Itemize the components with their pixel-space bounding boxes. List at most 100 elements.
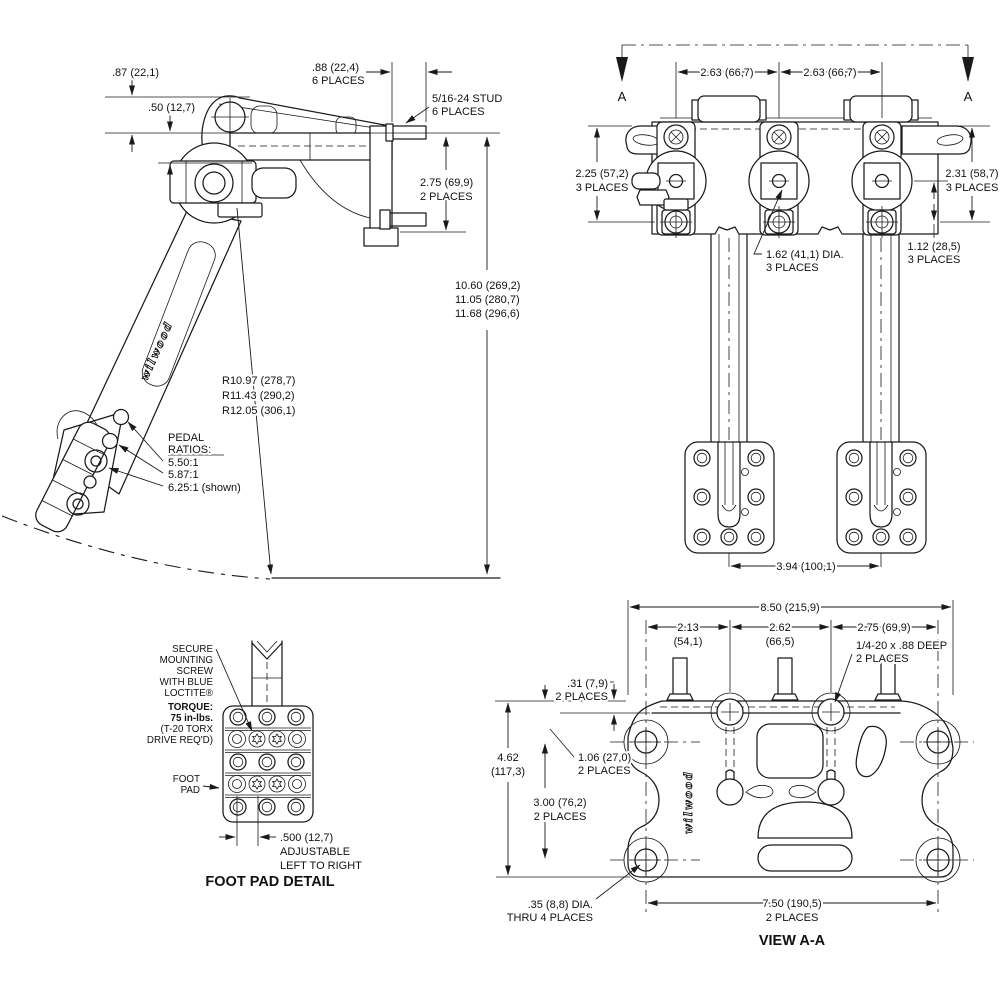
section-label-left: A	[618, 89, 627, 104]
master-cylinder-1	[631, 121, 707, 238]
foot-pad-detail: SECURE MOUNTING SCREW WITH BLUE LOCTITE®…	[145, 640, 364, 892]
dim-112-places: 3 PLACES	[908, 254, 961, 266]
height-2: 11.05 (280,7)	[455, 294, 520, 306]
view-a-a: wilwood 8.50 (215,9) 2.1	[489, 600, 974, 951]
dim-225-places: 3 PLACES	[576, 182, 629, 194]
mount-ear-right	[901, 125, 972, 155]
dim-231-label: 2.31 (58,7)	[945, 168, 998, 180]
note-torque-2: 75 in-lbs.	[171, 713, 214, 724]
radius-2: R11.43 (290,2)	[222, 390, 295, 402]
stud-callout-1: 5/16-24 STUD	[432, 93, 502, 105]
wilwood-logo-plate: wilwood	[682, 770, 695, 834]
shaft-clamp-left	[697, 95, 761, 123]
dim-263-left: 2.63 (66,7)	[700, 67, 753, 79]
stud-callout-2: 6 PLACES	[432, 106, 485, 118]
ratio-hole-550	[112, 408, 130, 426]
note-secure-5: LOCTITE®	[164, 688, 213, 699]
foot-pad-label-1: FOOT	[173, 774, 200, 785]
view-aa-dimensions	[495, 600, 954, 906]
note-torx-1: (T-20 TORX	[161, 724, 214, 735]
pedal-swing-arc	[1, 515, 271, 580]
front-view-dimensions	[588, 62, 990, 572]
dim-225-label: 2.25 (57,2)	[575, 168, 628, 180]
stud-top	[391, 125, 427, 140]
dim-850-label: 8.50 (215,9)	[760, 602, 819, 614]
dim-106-places: 2 PLACES	[578, 765, 631, 777]
note-secure-1: SECURE	[172, 644, 213, 655]
dim-462-mm: (117,3)	[491, 766, 525, 778]
section-line: A A	[616, 44, 975, 106]
dim-394-label: 3.94 (100,1)	[776, 561, 835, 573]
dia-35-label: .35 (8,8) DIA.	[528, 899, 593, 911]
dim-87-label: .87 (22,1)	[112, 67, 159, 79]
master-cylinder-3	[851, 121, 913, 238]
foot-bracket	[35, 408, 130, 533]
side-view: wilwood	[1, 60, 522, 580]
dia-162-places: 3 PLACES	[766, 262, 819, 274]
dim-88-places: 6 PLACES	[312, 75, 365, 87]
note-torx-2: DRIVE REQ'D)	[147, 735, 213, 746]
dim-262-mm: (66,5)	[766, 636, 795, 648]
tapped-holes	[710, 692, 851, 732]
front-view: A A	[573, 44, 1000, 575]
section-arrow-right	[962, 57, 974, 82]
dim-263-right: 2.63 (66,7)	[803, 67, 856, 79]
note-torque-1: TORQUE:	[168, 702, 213, 713]
mount-bracket	[201, 95, 427, 247]
note-secure-3: SCREW	[177, 666, 214, 677]
view-aa-title: VIEW A-A	[759, 933, 826, 949]
dia-35-places: THRU 4 PLACES	[507, 912, 593, 924]
dim-31-label: .31 (7,9)	[567, 678, 608, 690]
dim-106-label: 1.06 (27,0)	[578, 752, 631, 764]
ratio-587: 5.87:1	[168, 469, 199, 481]
side-view-dimensions	[108, 62, 490, 575]
mount-plate: wilwood	[623, 657, 961, 883]
dim-750-places: 2 PLACES	[766, 912, 819, 924]
dim-275-label: 2.75 (69,9)	[857, 622, 910, 634]
dim-231-places: 3 PLACES	[946, 182, 999, 194]
dim-500-note-1: ADJUSTABLE	[280, 846, 350, 858]
note-secure-4: WITH BLUE	[160, 677, 214, 688]
dim-275-places: 2 PLACES	[420, 191, 473, 203]
dim-275-label: 2.75 (69,9)	[420, 177, 473, 189]
dim-213-label: 2.13	[677, 622, 698, 634]
radius-1: R10.97 (278,7)	[222, 375, 295, 387]
dim-300-label: 3.00 (76,2)	[533, 797, 586, 809]
foot-pad-dimensions	[202, 648, 276, 846]
dim-112-label: 1.12 (28,5)	[907, 241, 960, 253]
master-cylinder-2	[748, 121, 810, 238]
note-secure-2: MOUNTING	[160, 655, 213, 666]
dim-750-label: 7.50 (190,5)	[762, 898, 821, 910]
shaft-clamp-right	[849, 95, 913, 123]
dia-162-label: 1.62 (41,1) DIA.	[766, 249, 844, 261]
pedal-shafts	[710, 233, 900, 443]
pedal-ratios-title-2: RATIOS:	[168, 444, 211, 456]
ratio-550: 5.50:1	[168, 457, 199, 469]
ratio-hole-625	[83, 475, 97, 489]
tap-note-2: 2 PLACES	[856, 653, 909, 665]
pedal-ratios-title-1: PEDAL	[168, 432, 204, 444]
foot-pad	[222, 705, 314, 823]
pushrod	[631, 172, 661, 190]
tap-note-1: 1/4-20 x .88 DEEP	[856, 640, 947, 652]
base-mount-right	[836, 441, 927, 554]
dim-31-places: 2 PLACES	[555, 691, 608, 703]
dim-462-label: 4.62	[497, 752, 518, 764]
height-1: 10.60 (269,2)	[455, 280, 520, 292]
ratio-hole-587	[101, 432, 119, 450]
balance-bar-keyholes	[716, 769, 845, 806]
radius-3: R12.05 (306,1)	[222, 405, 295, 417]
pedal-shaft	[251, 640, 283, 707]
foot-pad-label-2: PAD	[181, 785, 200, 796]
dim-88-label: .88 (22,4)	[312, 62, 359, 74]
dim-300-places: 2 PLACES	[534, 811, 587, 823]
base-mount-left	[684, 441, 775, 554]
dim-262-label: 2.62	[769, 622, 790, 634]
dim-50-label: .50 (12,7)	[148, 102, 195, 114]
dim-500-note-2: LEFT TO RIGHT	[280, 860, 362, 872]
dim-500-label: .500 (12,7)	[280, 832, 333, 844]
foot-pad-detail-title: FOOT PAD DETAIL	[205, 874, 334, 890]
section-label-right: A	[964, 89, 973, 104]
